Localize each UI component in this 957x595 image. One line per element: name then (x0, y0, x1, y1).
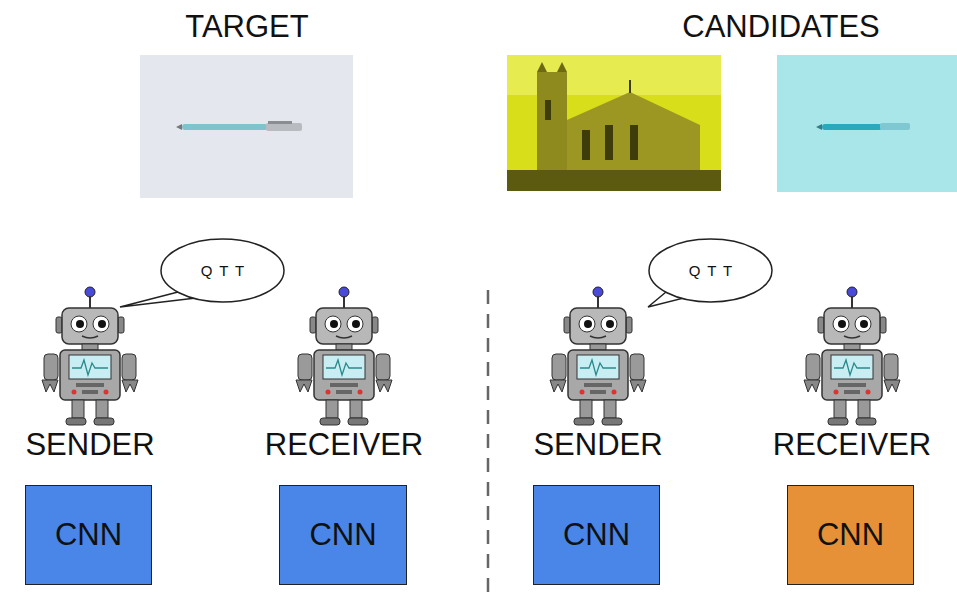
model-name: CNN (309, 517, 376, 553)
model-name: CNN (563, 517, 630, 553)
target-image (140, 55, 353, 198)
cnn-box: CNN (533, 485, 660, 585)
bubble-ellipse (161, 239, 284, 302)
agent-label: RECEIVER (265, 428, 423, 462)
message-text: QTT (689, 262, 739, 279)
cnn-box: CNN (279, 485, 407, 585)
candidate-image (777, 55, 957, 192)
agent-label: RECEIVER (773, 428, 931, 462)
section-heading: CANDIDATES (682, 10, 880, 44)
speech-bubble: QTT (648, 238, 773, 303)
section-heading: TARGET (185, 10, 308, 44)
church-image (507, 55, 721, 191)
model-name: CNN (817, 517, 884, 553)
speech-bubble: QTT (160, 238, 285, 303)
robot-figure (42, 287, 138, 425)
message-text: QTT (201, 262, 251, 279)
divider-line (487, 290, 490, 592)
cnn-box: CNN (25, 485, 152, 585)
bubble-ellipse (649, 239, 772, 302)
robot-figure (804, 287, 900, 425)
robot-figure (550, 287, 646, 425)
cnn-box: CNN (787, 485, 914, 585)
robot-figure (296, 287, 392, 425)
agent-label: SENDER (25, 428, 154, 462)
model-name: CNN (55, 517, 122, 553)
agent-label: SENDER (533, 428, 662, 462)
